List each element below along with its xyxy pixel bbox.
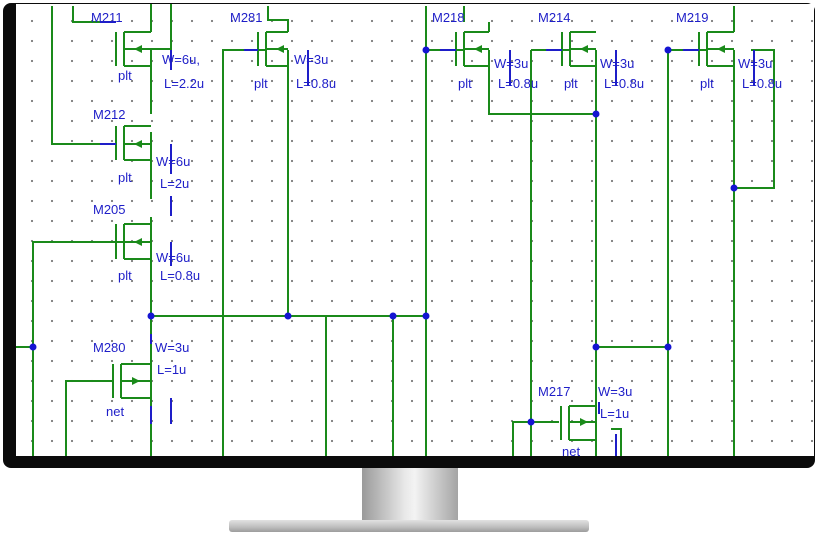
- m217-w: W=3u: [598, 384, 632, 399]
- m211-name: M211: [91, 10, 123, 25]
- m280-w: W=3u: [155, 340, 189, 355]
- m214-model: plt: [564, 76, 578, 91]
- m211-w: W=6u,: [162, 52, 200, 67]
- m214-l: L=0.8u: [604, 76, 644, 91]
- m281-name: M281: [230, 10, 263, 25]
- m218-name: M218: [432, 10, 465, 25]
- monitor-stand-base: [229, 520, 589, 532]
- m281-model: plt: [254, 76, 268, 91]
- m217-model: net: [562, 444, 580, 456]
- m217-name: M217: [538, 384, 571, 399]
- m214-w: W=3u: [600, 56, 634, 71]
- m211-l: L=2.2u: [164, 76, 204, 91]
- transistor-bodies: [112, 31, 734, 456]
- transistor-m211-body: [115, 31, 152, 67]
- m219-l: L=0.8u: [742, 76, 782, 91]
- m214-name: M214: [538, 10, 571, 25]
- monitor-stand-neck: [362, 468, 458, 522]
- transistor-m212-body: [115, 125, 151, 161]
- transistor-arrows: [132, 45, 725, 426]
- m280-model: net: [106, 404, 124, 419]
- m218-w: W=3u: [494, 56, 528, 71]
- m280-l: L=1u: [157, 362, 186, 377]
- m205-model: plt: [118, 268, 132, 283]
- m281-w: W=3u: [294, 52, 328, 67]
- m205-name: M205: [93, 202, 126, 217]
- schematic-canvas[interactable]: M211 W=6u, L=2.2u plt M281 W=3u L=0.8u p…: [16, 4, 814, 456]
- m212-w: W=6u: [156, 154, 190, 169]
- m212-model: plt: [118, 170, 132, 185]
- m219-name: M219: [676, 10, 709, 25]
- m219-w: W=3u: [738, 56, 772, 71]
- circuit-schematic: M211 W=6u, L=2.2u plt M281 W=3u L=0.8u p…: [16, 4, 782, 456]
- m211-model: plt: [118, 68, 132, 83]
- m280-name: M280: [93, 340, 126, 355]
- junction-dots: [29, 46, 738, 426]
- m217-l: L=1u: [600, 406, 629, 421]
- m219-model: plt: [700, 76, 714, 91]
- m205-l: L=0.8u: [160, 268, 200, 283]
- m212-name: M212: [93, 107, 126, 122]
- m281-l: L=0.8u: [296, 76, 336, 91]
- pin-stubs: [100, 21, 755, 456]
- m218-model: plt: [458, 76, 472, 91]
- component-labels: M211 W=6u, L=2.2u plt M281 W=3u L=0.8u p…: [91, 10, 782, 456]
- m212-l: L=2u: [160, 176, 189, 191]
- m205-w: W=6u: [156, 250, 190, 265]
- m218-l: L=0.8u: [498, 76, 538, 91]
- monitor-bezel: M211 W=6u, L=2.2u plt M281 W=3u L=0.8u p…: [3, 3, 815, 468]
